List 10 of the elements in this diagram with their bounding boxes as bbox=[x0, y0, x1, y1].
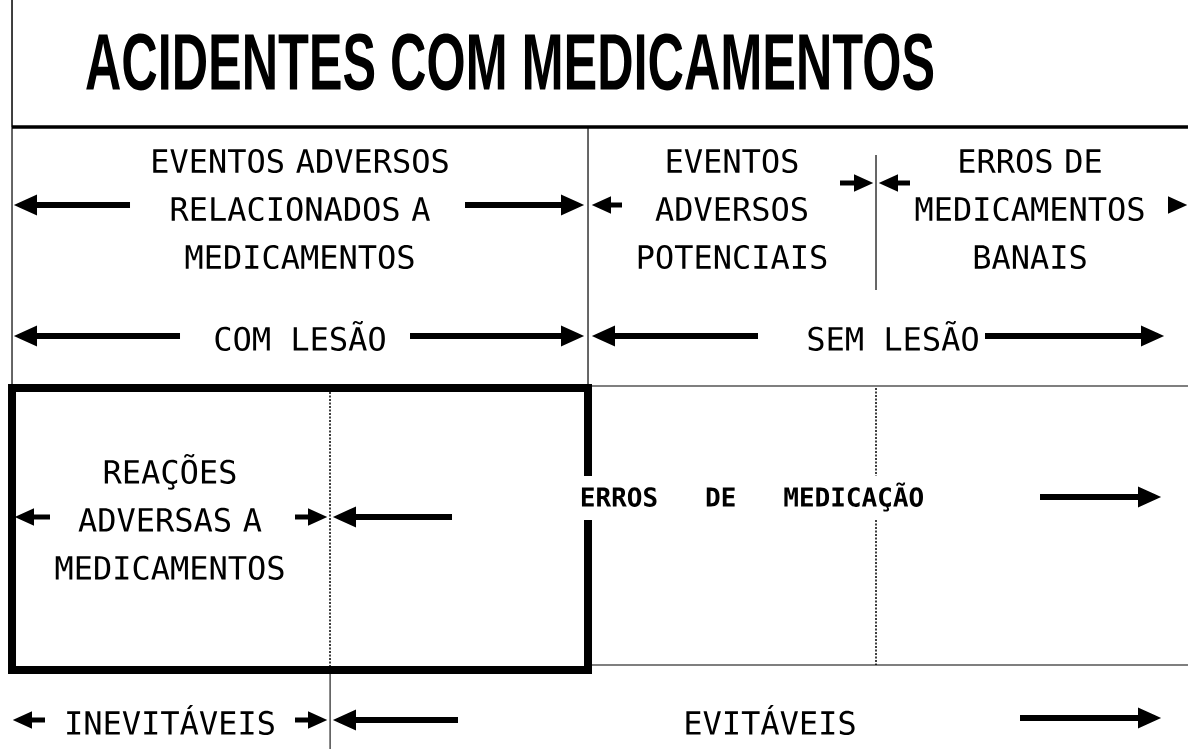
cell-label: INEVITÁVEIS bbox=[67, 704, 274, 736]
cell-label: EVITÁVEIS bbox=[686, 704, 855, 736]
cell-label: ERROS DE MEDICAÇÃO bbox=[581, 482, 923, 512]
cell-label: COM LESÃO bbox=[215, 321, 385, 351]
cell-label: REAÇÕES ADVERSAS A MEDICAMENTOS bbox=[55, 454, 284, 580]
cell-label: EVENTOS ADVERSOS POTENCIAIS bbox=[638, 148, 827, 270]
cell-label: ERROS DE MEDICAMENTOS BANAIS bbox=[915, 148, 1144, 270]
title: ACIDENTES COM MEDICAMENTOS bbox=[86, 33, 934, 91]
cell-label: SEM LESÃO bbox=[808, 321, 978, 351]
cell-label: EVENTOS ADVERSOS RELACIONADOS A MEDICAMENTOS bbox=[153, 148, 448, 270]
